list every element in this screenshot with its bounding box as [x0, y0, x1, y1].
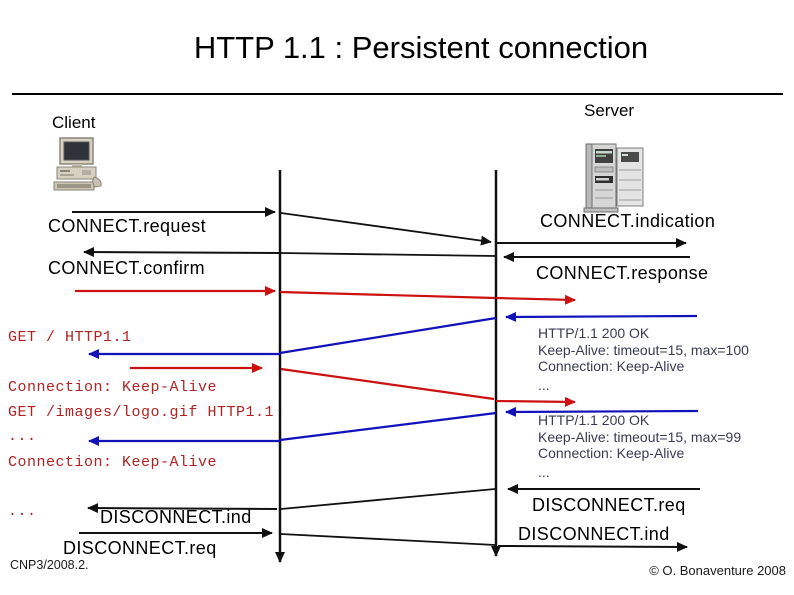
server-disconnect-req-label: DISCONNECT.req: [532, 495, 686, 515]
connect-indication-label: CONNECT.indication: [540, 211, 716, 231]
server-towers-icon: [580, 142, 650, 214]
http-response2-line: ...: [538, 463, 550, 480]
client-disconnect-req-label: DISCONNECT.req: [63, 538, 217, 558]
footer-copyright: © O. Bonaventure 2008: [649, 563, 786, 578]
resp1-crossing-line: [279, 316, 497, 355]
connect-request-label: CONNECT.request: [48, 216, 207, 236]
http-request1-line: Connection: Keep-Alive: [8, 378, 218, 396]
connect-confirm-label: CONNECT.confirm: [48, 258, 206, 278]
http-response1-text: HTTP/1.1 200 OK Keep-Alive: timeout=15, …: [538, 325, 749, 393]
confirm-crossing-line: [279, 252, 496, 257]
http-request1-line: ...: [8, 428, 37, 445]
http-response2-line: Connection: Keep-Alive: [538, 445, 685, 461]
http-response1-line: ...: [538, 376, 550, 393]
http-request2-line: ...: [8, 503, 37, 520]
http-response1-line: Keep-Alive: timeout=15, max=100: [538, 341, 749, 358]
http-response2-text: HTTP/1.1 200 OK Keep-Alive: timeout=15, …: [538, 412, 741, 480]
http-response1-line: Connection: Keep-Alive: [538, 358, 685, 374]
get1-crossing-line: [279, 290, 496, 300]
slide-title: HTTP 1.1 : Persistent connection: [193, 30, 649, 65]
connect-response-label: CONNECT.response: [536, 263, 709, 283]
footer-course-ref: CNP3/2008.2.: [10, 558, 89, 572]
get2-server-arrow: [495, 396, 576, 407]
connect-confirm-arrow: [83, 247, 281, 258]
http-response1-line: HTTP/1.1 200 OK: [538, 325, 650, 341]
server-disconnect-crossing-line: [280, 488, 496, 510]
resp1-server-arrow: [505, 311, 698, 322]
http-response2-line: HTTP/1.1 200 OK: [538, 412, 650, 428]
http-request2-line: Connection: Keep-Alive: [8, 453, 218, 471]
server-label: Server: [584, 101, 635, 120]
client-computer-icon: [52, 137, 106, 195]
get1-server-arrow: [495, 294, 576, 305]
get2-crossing-line: [280, 367, 495, 401]
client-label: Client: [52, 113, 96, 132]
http-request2-line: GET /images/logo.gif HTTP1.1: [8, 404, 275, 421]
http-request2-text: GET /images/logo.gif HTTP1.1 Connection:…: [8, 372, 274, 554]
client-disconnect-crossing-line: [280, 533, 496, 546]
client-disconnect-ind-arrow: [87, 503, 278, 514]
resp2-server-arrow: [505, 406, 699, 417]
server-disconnect-ind-label: DISCONNECT.ind: [518, 524, 670, 544]
server-disconnect-ind-arrow: [497, 541, 688, 552]
title-separator-line: [12, 93, 783, 95]
http-response2-line: Keep-Alive: timeout=15, max=99: [538, 428, 742, 445]
client-disconnect-ind-label: DISCONNECT.ind: [100, 507, 252, 527]
http-request1-line: GET / HTTP1.1: [8, 329, 132, 346]
http-request1-text: GET / HTTP1.1 Connection: Keep-Alive ...: [8, 297, 217, 479]
connect-crossing-line: [280, 212, 492, 246]
resp2-crossing-line: [279, 411, 497, 442]
